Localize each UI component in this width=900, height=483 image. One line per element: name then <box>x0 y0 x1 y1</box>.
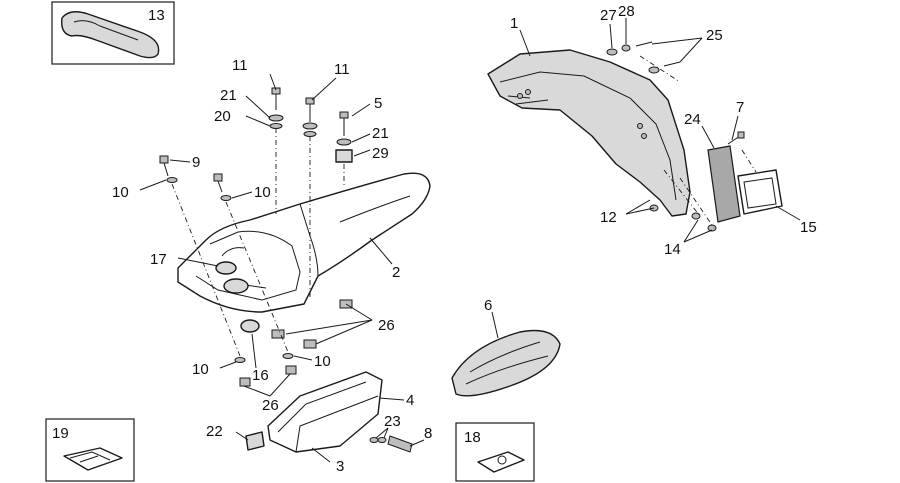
callout-10-d: 10 <box>314 353 331 370</box>
callout-15: 15 <box>800 219 817 236</box>
callout-18: 18 <box>464 429 481 446</box>
callout-27: 27 <box>600 7 617 24</box>
callout-5: 5 <box>374 95 382 112</box>
part-1-tail-cover <box>487 49 691 217</box>
callout-7: 7 <box>736 99 744 116</box>
callout-26-b: 26 <box>262 397 279 414</box>
callout-28: 28 <box>618 3 635 20</box>
callout-10-c: 10 <box>192 361 209 378</box>
callout-6: 6 <box>484 297 492 314</box>
callout-24: 24 <box>684 111 701 128</box>
part-3-tray <box>267 371 383 453</box>
callout-17: 17 <box>150 251 167 268</box>
callout-25: 25 <box>706 27 723 44</box>
leader-lines <box>139 18 801 463</box>
callout-29: 29 <box>372 145 389 162</box>
callout-2: 2 <box>392 264 400 281</box>
part-6-sleeve <box>451 329 561 397</box>
callout-13: 13 <box>148 7 165 24</box>
callout-11-b: 11 <box>334 61 350 78</box>
callout-19: 19 <box>52 425 69 442</box>
inset-13: 13 <box>51 1 175 65</box>
callout-10-b: 10 <box>254 184 271 201</box>
callout-9: 9 <box>192 154 200 171</box>
callouts: 1 2 3 4 5 6 7 8 9 10 10 10 10 11 11 12 1… <box>112 3 817 475</box>
callout-16: 16 <box>252 367 269 384</box>
callout-4: 4 <box>406 392 414 409</box>
callout-22: 22 <box>206 423 223 440</box>
hardware <box>159 41 745 453</box>
callout-23: 23 <box>384 413 401 430</box>
callout-21-b: 21 <box>372 125 389 142</box>
callout-20: 20 <box>214 108 231 125</box>
callout-8: 8 <box>424 425 432 442</box>
callout-11-a: 11 <box>232 57 248 74</box>
part-15-reflector <box>737 169 783 215</box>
callout-21-a: 21 <box>220 87 237 104</box>
inset-18: 18 <box>455 422 535 482</box>
callout-3: 3 <box>336 458 344 475</box>
callout-14: 14 <box>664 241 681 258</box>
callout-10-a: 10 <box>112 184 129 201</box>
callout-1: 1 <box>510 15 518 32</box>
part-24-bracket <box>707 145 741 223</box>
part-2-rear-fender <box>177 172 431 313</box>
assembly-lines <box>171 55 757 357</box>
callout-12: 12 <box>600 209 617 226</box>
callout-26-a: 26 <box>378 317 395 334</box>
inset-19: 19 <box>45 418 135 482</box>
